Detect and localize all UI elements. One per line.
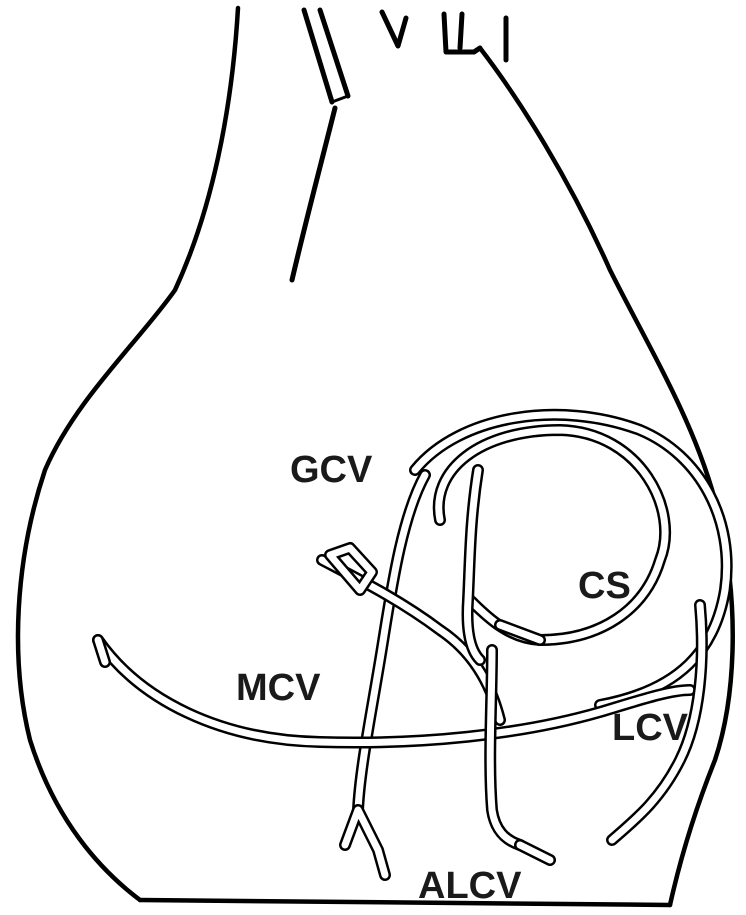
label-cs: CS xyxy=(578,565,631,607)
great-vessel-stubs xyxy=(292,10,506,280)
label-lcv: LCV xyxy=(612,707,689,749)
vein-network xyxy=(98,415,727,875)
middle-cardiac-vein-vessel xyxy=(98,640,690,743)
label-alcv: ALCV xyxy=(418,865,522,907)
label-gcv: GCV xyxy=(290,449,373,491)
label-mcv: MCV xyxy=(236,667,321,709)
great-cardiac-vein-vessel xyxy=(358,475,425,810)
